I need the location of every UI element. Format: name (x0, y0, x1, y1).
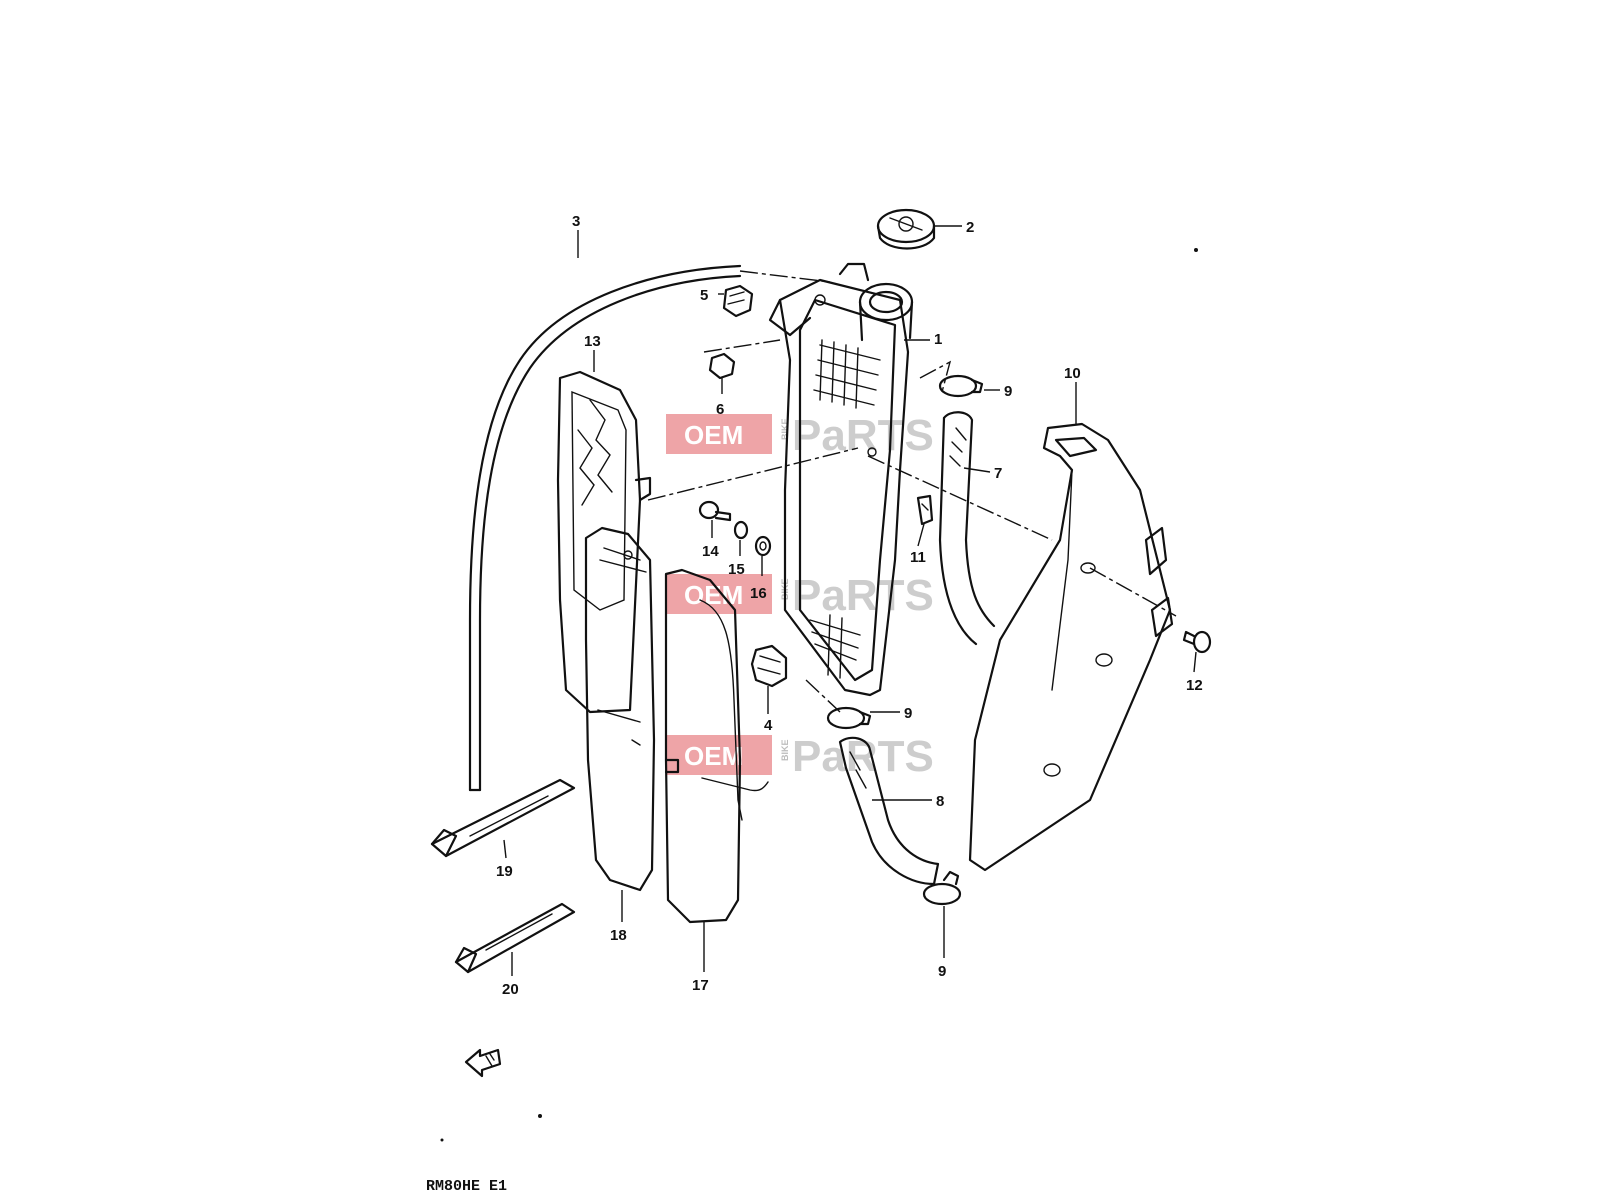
callout-9c: 9 (938, 963, 946, 980)
callout-9a: 9 (1004, 383, 1012, 400)
hose-lower (838, 736, 940, 886)
svg-text:PaRTS: PaRTS (792, 571, 934, 620)
bolt-12 (1182, 630, 1212, 654)
cushion-4 (750, 644, 788, 688)
svg-text:BIKE: BIKE (780, 739, 790, 761)
clamp-9-top (938, 374, 984, 398)
overflow-hose (468, 264, 742, 792)
washer-16 (754, 535, 772, 557)
callout-5: 5 (700, 287, 708, 304)
callout-16: 16 (750, 585, 767, 602)
radiator-cap (876, 208, 936, 250)
shroud-outer (664, 568, 769, 924)
nut-6 (708, 352, 736, 380)
callout-8: 8 (936, 793, 944, 810)
assembly-lines (647, 270, 1177, 713)
front-arrow-icon (464, 1048, 502, 1078)
strap-19 (430, 778, 576, 858)
watermark-1: OEM BIKE PaRTS (666, 411, 934, 460)
callout-20: 20 (502, 981, 519, 998)
leader-lines (503, 225, 1197, 976)
callout-labels: 1 2 3 4 5 6 7 8 9 9 9 10 11 12 13 14 15 … (496, 213, 1203, 998)
callout-11: 11 (910, 549, 926, 566)
callout-15: 15 (728, 561, 745, 578)
specks (440, 248, 1198, 1142)
callout-9b: 9 (904, 705, 912, 722)
strap-20 (454, 902, 576, 974)
clamp-9-bottom (922, 870, 962, 906)
callout-12: 12 (1186, 677, 1203, 694)
callout-18: 18 (610, 927, 627, 944)
callout-17: 17 (692, 977, 709, 994)
callout-1: 1 (934, 331, 942, 348)
washer-15 (733, 520, 749, 540)
callout-14: 14 (702, 543, 719, 560)
callout-13: 13 (584, 333, 601, 350)
callout-3: 3 (572, 213, 580, 230)
callout-19: 19 (496, 863, 513, 880)
callout-2: 2 (966, 219, 974, 236)
clip-11 (916, 494, 934, 526)
svg-text:BIKE: BIKE (780, 418, 790, 440)
bolt-14 (698, 500, 732, 522)
callout-6: 6 (716, 401, 724, 418)
shroud-inner (584, 526, 656, 892)
radiator (768, 262, 914, 697)
hose-upper (938, 411, 996, 646)
svg-text:OEM: OEM (684, 420, 743, 450)
callout-7: 7 (994, 465, 1002, 482)
watermark-3: OEM BIKE PaRTS (666, 732, 934, 781)
svg-text:PaRTS: PaRTS (792, 411, 934, 460)
model-code: RM80HE E1 (426, 1178, 507, 1195)
radiator-grill (556, 370, 652, 714)
clamp-9-mid (826, 706, 872, 730)
shroud-right (968, 422, 1174, 872)
callout-10: 10 (1064, 365, 1081, 382)
callout-4: 4 (764, 717, 773, 734)
svg-text:OEM: OEM (684, 741, 743, 771)
grommet-5 (722, 284, 754, 318)
